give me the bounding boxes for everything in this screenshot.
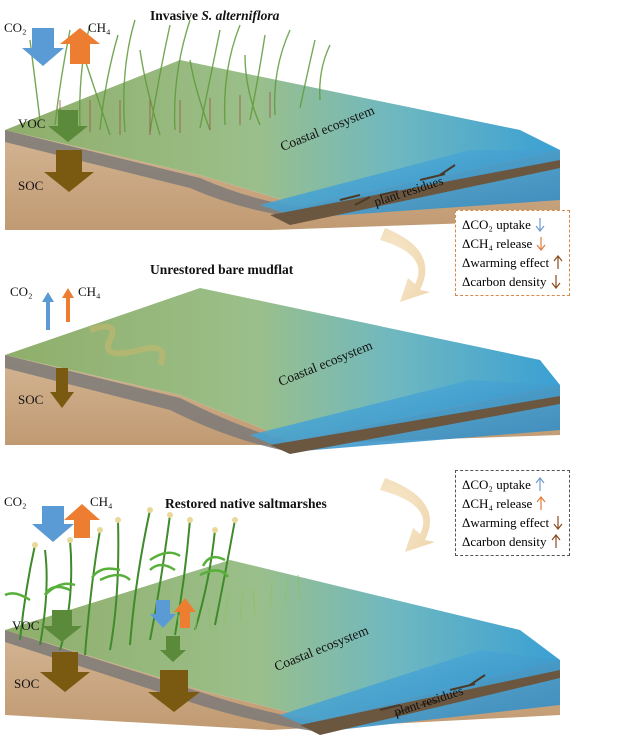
plant-residues	[339, 164, 456, 206]
change-label: ΔCO₂ uptake	[462, 217, 531, 232]
change-label: ΔCH₄ release	[462, 496, 533, 511]
panel-title-restored: Restored native saltmarshes	[165, 496, 327, 511]
native-grass-leaves	[4, 551, 230, 602]
arrow-up-icon	[536, 496, 546, 510]
water-channel	[250, 380, 560, 452]
voc-label: VOC	[18, 116, 46, 131]
change-box-2: ΔCO₂ uptake ΔCH₄ release Δwarming effect…	[455, 470, 571, 556]
panel-restored	[4, 504, 560, 735]
species-name: S. alterniflora	[201, 8, 280, 23]
change-row: Δcarbon density	[462, 532, 563, 551]
voc-arrow-down-small	[160, 636, 186, 662]
co2-arrow-down-small	[150, 600, 176, 628]
arrow-up-icon	[535, 477, 545, 491]
arrow-down-icon	[535, 218, 545, 232]
change-row: ΔCO₂ uptake	[462, 215, 563, 234]
co2-arrow-down	[22, 28, 64, 66]
arrow-up-icon	[551, 534, 561, 548]
ch4-arrow-up-small	[174, 598, 196, 628]
panel-bare	[5, 288, 560, 454]
panel-invasive	[5, 19, 560, 230]
panel-title-bare: Unrestored bare mudflat	[150, 262, 294, 277]
change-label: Δwarming effect	[462, 255, 550, 270]
soc-label: SOC	[14, 676, 40, 691]
short-grass	[159, 574, 301, 651]
ch4-arrow-up	[64, 504, 100, 538]
transition-arrow-2	[380, 478, 435, 552]
co2-arrow-up-thin	[42, 292, 54, 330]
change-label: Δwarming effect	[462, 515, 550, 530]
invasive-grass	[29, 19, 331, 136]
panel-title-invasive: Invasive S. alterniflora	[150, 8, 279, 24]
voc-arrow-down	[42, 610, 82, 642]
change-label: Δcarbon density	[462, 274, 547, 289]
sediment	[270, 396, 560, 454]
arrow-down-icon	[553, 516, 563, 530]
change-row: Δwarming effect	[462, 253, 563, 272]
soc-label: SOC	[18, 178, 44, 193]
change-row: ΔCH₄ release	[462, 494, 563, 513]
voc-label: VOC	[12, 618, 40, 633]
sediment	[270, 160, 560, 225]
ch4-label: CH₄	[88, 20, 111, 35]
change-row: ΔCO₂ uptake	[462, 475, 563, 494]
arrow-up-icon	[553, 255, 563, 269]
change-label: ΔCH₄ release	[462, 236, 533, 251]
co2-label: CO₂	[4, 20, 27, 35]
transition-arrow-1	[380, 228, 430, 302]
title-prefix: Invasive	[150, 8, 202, 23]
soc-arrow-down	[50, 368, 74, 408]
co2-arrow-down	[32, 506, 74, 542]
water-channel	[260, 150, 560, 218]
soc-arrow-down-large	[148, 670, 200, 712]
ch4-arrow-up	[60, 28, 100, 64]
soc-label: SOC	[18, 392, 44, 407]
co2-label: CO₂	[4, 494, 27, 509]
ch4-label: CH₄	[90, 494, 113, 509]
seed-heads	[32, 507, 238, 548]
voc-arrow-down	[48, 110, 88, 142]
soc-arrow-down	[44, 150, 94, 192]
water-channel	[280, 650, 560, 732]
arrow-down-icon	[551, 275, 561, 289]
change-label: ΔCO₂ uptake	[462, 477, 531, 492]
change-box-1: ΔCO₂ uptake ΔCH₄ release Δwarming effect…	[455, 210, 571, 296]
change-row: Δwarming effect	[462, 513, 563, 532]
plant-residues	[379, 674, 486, 716]
soc-arrow-down	[40, 652, 90, 692]
change-row: ΔCH₄ release	[462, 234, 563, 253]
co2-label: CO₂	[10, 284, 33, 299]
ch4-arrow-up-thin	[62, 288, 74, 322]
tidal-creek	[89, 323, 166, 367]
change-row: Δcarbon density	[462, 272, 563, 291]
ch4-label: CH₄	[78, 284, 101, 299]
arrow-down-icon	[536, 237, 546, 251]
change-label: Δcarbon density	[462, 534, 547, 549]
